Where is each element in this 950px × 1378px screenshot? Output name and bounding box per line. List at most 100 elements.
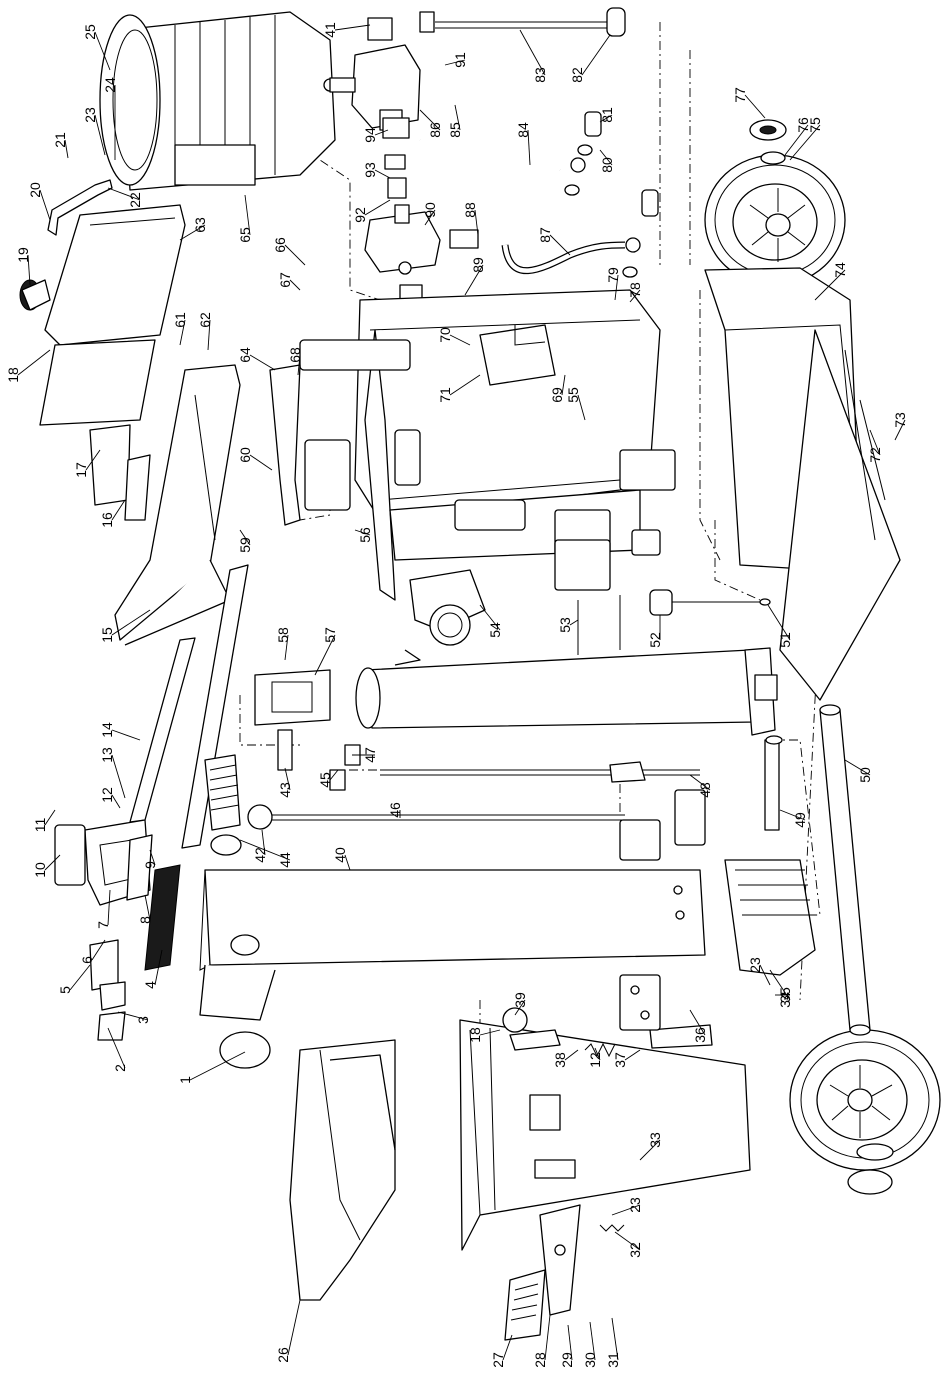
callout-c65: 65 bbox=[237, 227, 253, 243]
callout-c48: 48 bbox=[697, 782, 713, 798]
callout-c54: 54 bbox=[487, 622, 503, 638]
callout-c91: 91 bbox=[452, 52, 468, 68]
base-column-33 bbox=[460, 1020, 750, 1250]
callout-c69: 69 bbox=[549, 387, 565, 403]
callout-c86: 86 bbox=[427, 122, 443, 138]
leader-line-c5 bbox=[70, 965, 90, 990]
callout-c26: 26 bbox=[275, 1347, 291, 1363]
callout-c5: 5 bbox=[57, 986, 73, 994]
leader-line-c92 bbox=[365, 200, 390, 215]
callout-c58: 58 bbox=[275, 627, 291, 643]
callout-c79: 79 bbox=[605, 267, 621, 283]
callout-c18b: 18 bbox=[467, 1027, 483, 1043]
callout-c1: 1 bbox=[177, 1076, 193, 1084]
callout-c94: 94 bbox=[362, 127, 378, 143]
electric-motor bbox=[100, 12, 336, 190]
callout-c74: 74 bbox=[832, 262, 848, 278]
callout-c38: 38 bbox=[552, 1052, 568, 1068]
callout-c62: 62 bbox=[197, 312, 213, 328]
callout-c39: 39 bbox=[512, 992, 528, 1008]
callout-c51: 51 bbox=[777, 632, 793, 648]
callout-c19: 19 bbox=[15, 247, 31, 263]
callout-c71: 71 bbox=[437, 387, 453, 403]
callout-c53: 53 bbox=[557, 617, 573, 633]
callout-c40: 40 bbox=[332, 847, 348, 863]
callout-c44: 44 bbox=[277, 852, 293, 868]
callout-c55: 55 bbox=[565, 387, 581, 403]
callout-c46: 46 bbox=[387, 802, 403, 818]
pedal-27 bbox=[505, 1270, 545, 1340]
callout-c29: 29 bbox=[559, 1352, 575, 1368]
rods-46-48 bbox=[248, 745, 700, 829]
callout-c77: 77 bbox=[732, 87, 748, 103]
callout-c56: 56 bbox=[357, 527, 373, 543]
leader-line-c60 bbox=[250, 455, 272, 470]
callout-c17: 17 bbox=[73, 462, 89, 478]
callout-c3: 3 bbox=[135, 1016, 151, 1024]
plate-4-8 bbox=[127, 835, 180, 970]
pad-37 bbox=[620, 975, 660, 1030]
callout-c6: 6 bbox=[79, 956, 95, 964]
callout-c81: 81 bbox=[599, 107, 615, 123]
axle-50 bbox=[820, 705, 870, 1035]
callout-c43: 43 bbox=[277, 782, 293, 798]
electrical-switch-54 bbox=[410, 570, 485, 645]
callout-c83: 83 bbox=[532, 67, 548, 83]
bolts-53 bbox=[578, 595, 620, 655]
ball-39 bbox=[503, 1008, 527, 1032]
callout-c30: 30 bbox=[582, 1352, 598, 1368]
callout-c27: 27 bbox=[490, 1352, 506, 1368]
callout-c24: 24 bbox=[102, 77, 118, 93]
callout-c67: 67 bbox=[277, 272, 293, 288]
callout-c15: 15 bbox=[99, 627, 115, 643]
callout-c60: 60 bbox=[237, 447, 253, 463]
leader-line-c41 bbox=[335, 25, 370, 30]
hydraulic-pump bbox=[330, 18, 420, 130]
callout-c23a: 23 bbox=[82, 107, 98, 123]
leader-line-c18a bbox=[18, 350, 50, 375]
callout-c66: 66 bbox=[272, 237, 288, 253]
callout-c50: 50 bbox=[857, 767, 873, 783]
callout-c14: 14 bbox=[99, 722, 115, 738]
callout-c78: 78 bbox=[627, 282, 643, 298]
leader-line-c82 bbox=[582, 35, 610, 75]
callout-c72: 72 bbox=[867, 447, 883, 463]
grip-44 bbox=[205, 755, 241, 855]
callout-c23b: 23 bbox=[627, 1197, 643, 1213]
callout-c33: 33 bbox=[647, 1132, 663, 1148]
callout-c10: 10 bbox=[32, 862, 48, 878]
callout-c84: 84 bbox=[515, 122, 531, 138]
callout-c47: 47 bbox=[362, 747, 378, 763]
wheel-lower bbox=[790, 1030, 940, 1194]
hydraulic-hose-87 bbox=[505, 238, 640, 271]
callout-c64: 64 bbox=[237, 347, 253, 363]
callout-c8: 8 bbox=[137, 916, 153, 924]
callout-c88: 88 bbox=[462, 202, 478, 218]
callout-c49: 49 bbox=[792, 812, 808, 828]
callout-c92: 92 bbox=[352, 207, 368, 223]
callout-c76: 76 bbox=[795, 117, 811, 133]
callout-c70: 70 bbox=[437, 327, 453, 343]
callout-c7: 7 bbox=[95, 921, 111, 929]
guard-63 bbox=[40, 205, 185, 425]
callout-c52: 52 bbox=[647, 632, 663, 648]
lever-28 bbox=[540, 1205, 580, 1315]
guard-brackets-16-17 bbox=[90, 425, 150, 520]
callout-c25: 25 bbox=[82, 24, 98, 40]
callout-c35: 35 bbox=[777, 987, 793, 1003]
callout-c21: 21 bbox=[52, 132, 68, 148]
callout-c37: 37 bbox=[612, 1052, 628, 1068]
callout-c90: 90 bbox=[422, 202, 438, 218]
callout-c16: 16 bbox=[99, 512, 115, 528]
hydraulic-cylinder-57 bbox=[255, 648, 777, 735]
base-frame-74 bbox=[705, 268, 900, 700]
bracket-64 bbox=[270, 365, 300, 525]
callout-c93: 93 bbox=[362, 162, 378, 178]
callout-c63: 63 bbox=[192, 217, 208, 233]
leader-line-c64 bbox=[250, 355, 275, 370]
wheel-upper bbox=[705, 155, 845, 285]
leader-line-c66 bbox=[285, 245, 305, 265]
callout-c2: 2 bbox=[112, 1064, 128, 1072]
leader-line-c87 bbox=[550, 235, 570, 255]
